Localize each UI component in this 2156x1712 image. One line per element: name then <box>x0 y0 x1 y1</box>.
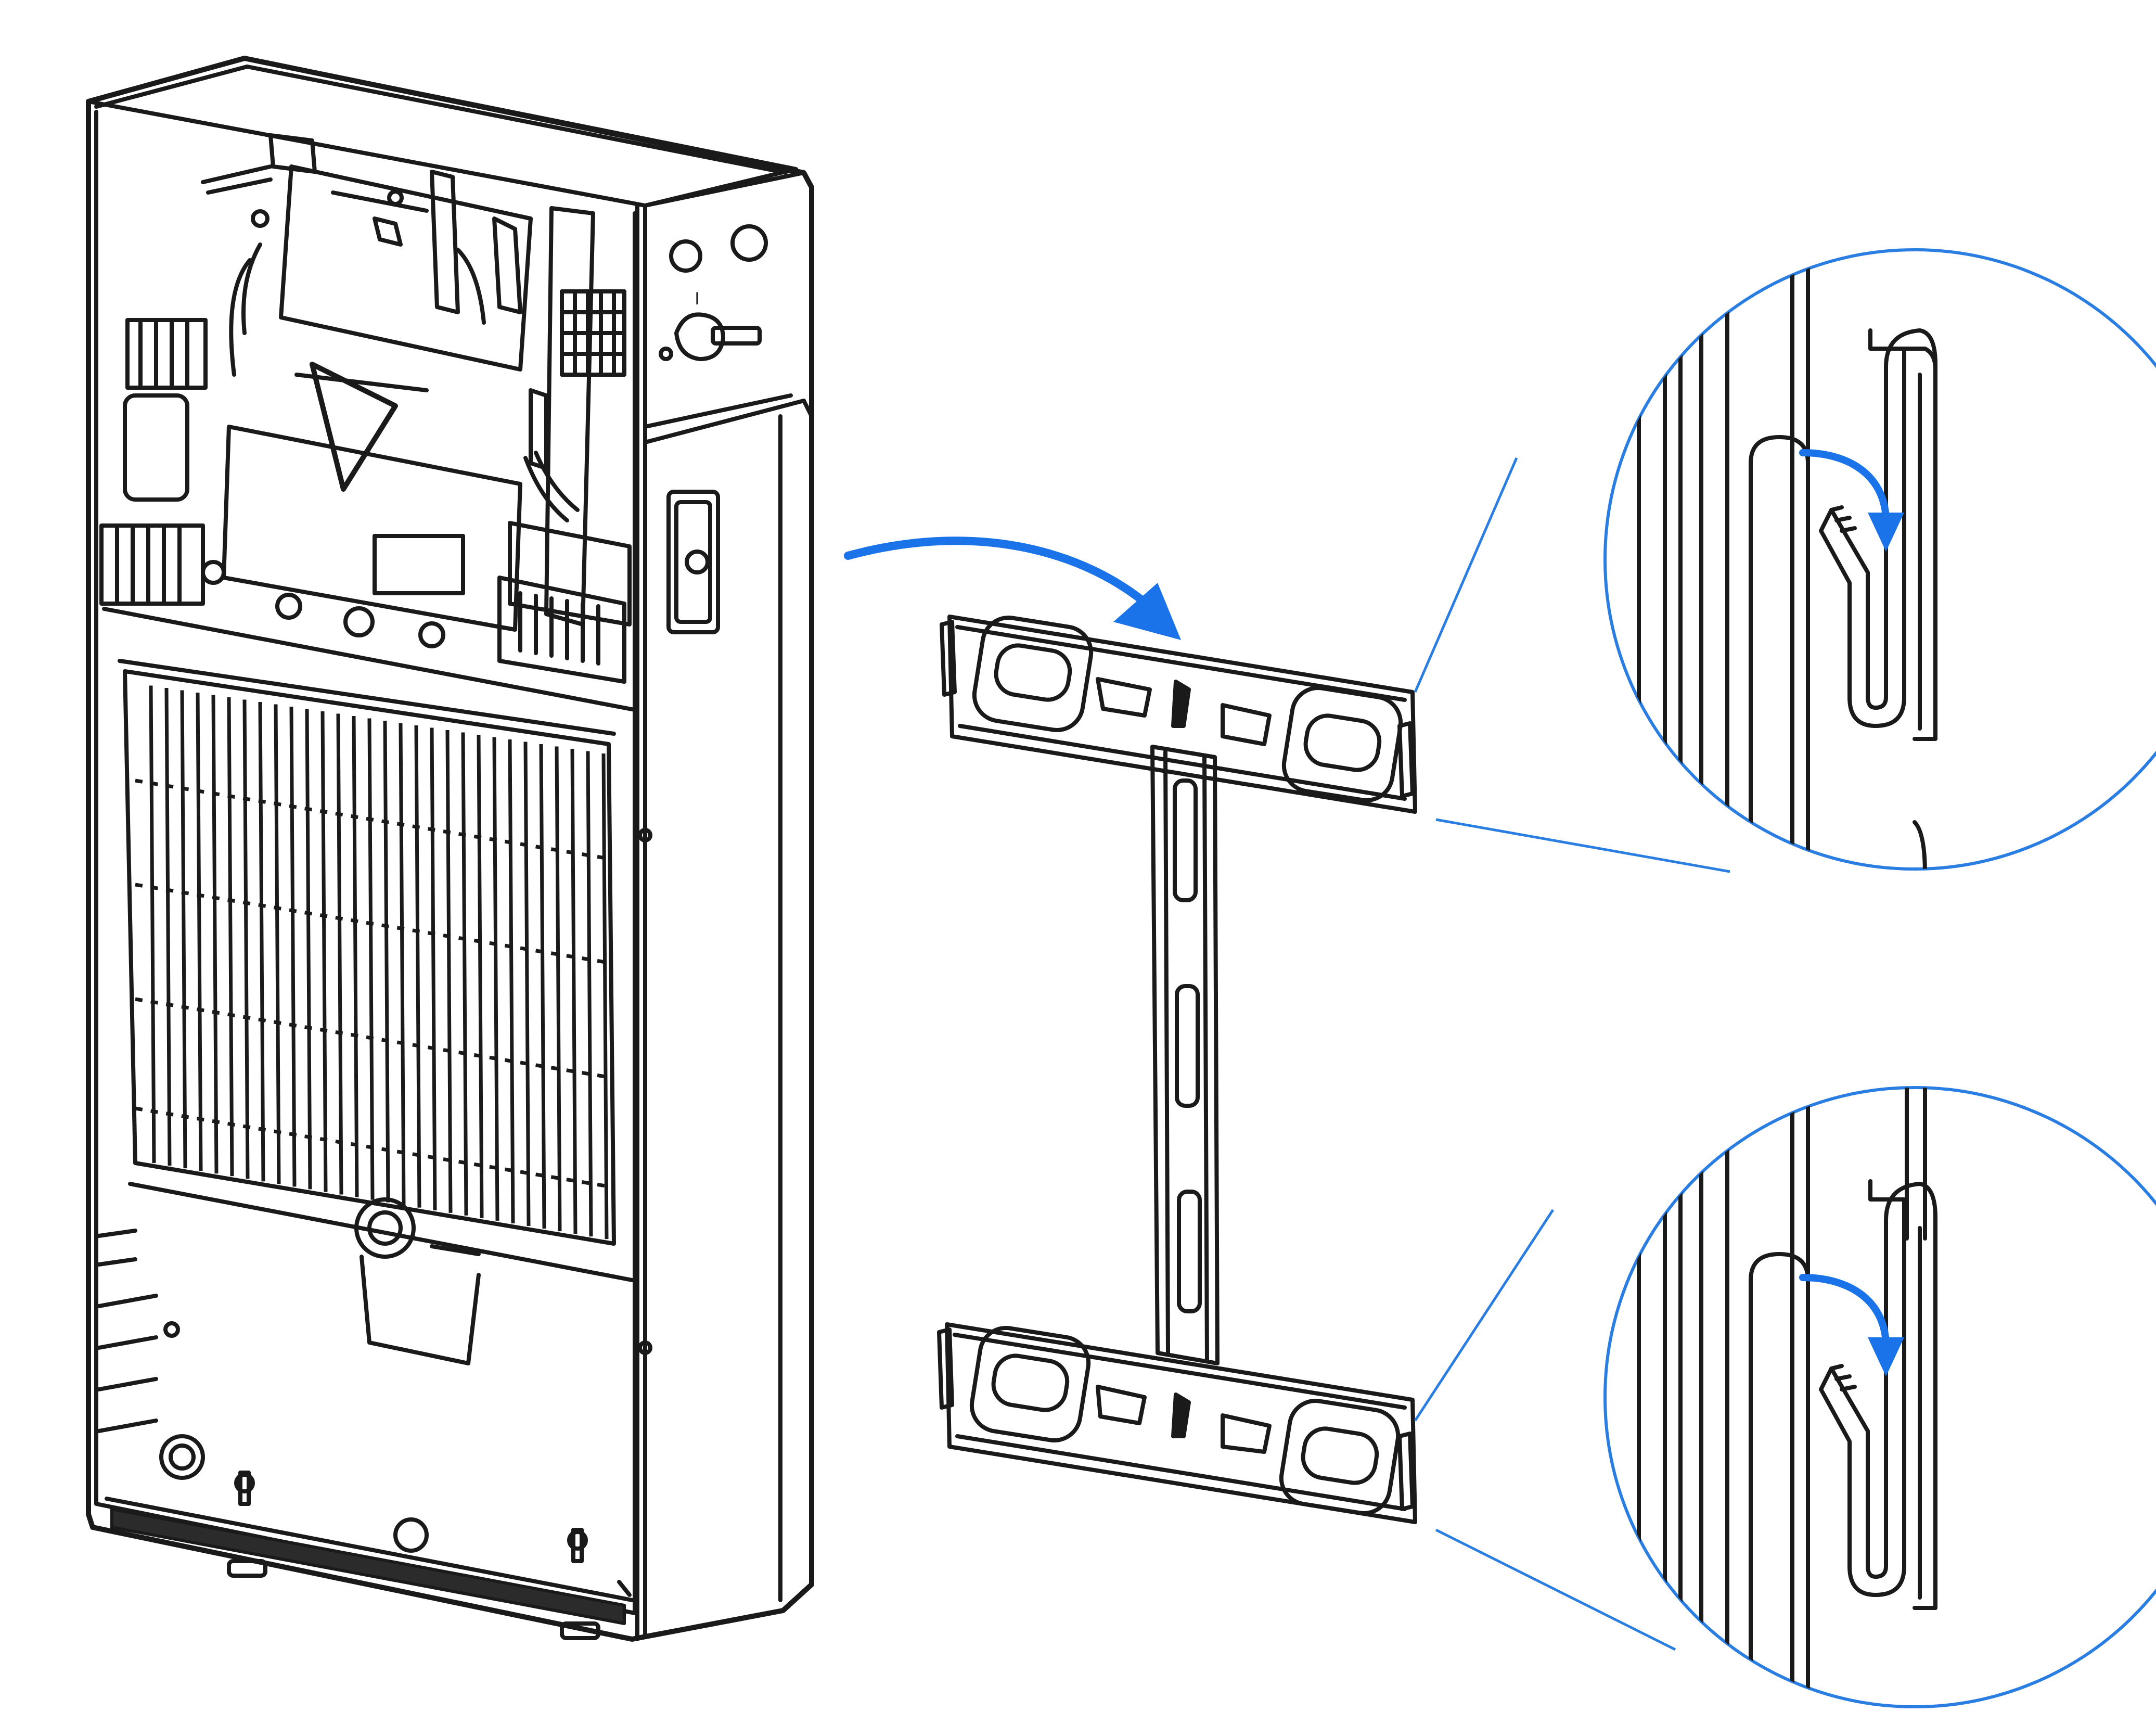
fin-line <box>555 746 562 1232</box>
unit-top-lid <box>86 56 798 208</box>
fin-line <box>477 734 484 1218</box>
fin-line <box>320 711 328 1192</box>
fin-line <box>336 713 343 1195</box>
fin-line <box>242 699 250 1179</box>
unit-side-panel <box>643 171 806 208</box>
bottom-rail <box>110 1507 626 1625</box>
tube-row <box>135 778 609 861</box>
fin-line <box>227 697 234 1177</box>
fin-line <box>274 704 281 1184</box>
right-terminal-board <box>497 289 632 684</box>
bracket-top-rail <box>940 615 1417 814</box>
upper-engage-arrowhead <box>1868 513 1904 552</box>
power-switch <box>674 312 725 361</box>
fin-line <box>570 748 578 1234</box>
fin-line <box>601 753 609 1240</box>
fin-line <box>149 685 156 1164</box>
bracket-bottom-rail <box>937 1322 1417 1524</box>
upper-callout-leader-b <box>1435 818 1730 873</box>
lower-engage-arrowhead <box>1868 1337 1904 1376</box>
upper-callout-leader-a <box>1414 457 1518 693</box>
fin-line <box>445 730 453 1213</box>
upper-hook-engage-arrow <box>1799 449 1890 521</box>
hang-arrow-head <box>1113 583 1181 640</box>
lower-section <box>97 828 652 1480</box>
lower-hook-engage-arrow <box>1799 1274 1890 1346</box>
wall-mounting-bracket <box>937 615 1417 1524</box>
lower-hook-detail <box>1603 1086 2156 1708</box>
callout-leaders <box>1414 457 1730 1651</box>
fin-line <box>164 687 172 1166</box>
heat-exchanger <box>118 659 616 1246</box>
fin-line <box>586 751 593 1237</box>
side-knob-2 <box>730 224 768 262</box>
unit-hook-lower <box>1749 1252 1810 1707</box>
fin-line <box>289 706 297 1187</box>
fin-line <box>211 695 219 1174</box>
fin-line <box>305 709 312 1190</box>
tube-row <box>135 1106 609 1189</box>
left-terminal-blocks <box>99 318 226 606</box>
upper-hook-detail <box>1603 248 2156 871</box>
fin-line <box>383 720 390 1203</box>
switch-mark: I <box>695 289 699 309</box>
fin-line <box>523 742 531 1226</box>
side-knob-1 <box>669 239 702 273</box>
fin-line <box>180 690 187 1169</box>
fin-line <box>430 727 437 1210</box>
fin-line <box>352 716 359 1197</box>
wall-unit: I <box>86 56 814 1642</box>
fin-line <box>508 739 515 1224</box>
fin-line <box>414 725 421 1208</box>
side-indicator-window <box>666 490 720 634</box>
lower-callout-leader-a <box>1414 1209 1555 1422</box>
fin-line <box>196 692 203 1171</box>
hang-unit-on-bracket-arrow <box>844 536 1157 613</box>
tube-row <box>135 997 609 1079</box>
fin-line <box>399 723 406 1205</box>
top-internal-assembly <box>201 133 595 648</box>
tube-row <box>135 883 609 965</box>
fin-line <box>492 737 499 1221</box>
fin-line <box>461 732 468 1216</box>
bracket-hook-lower <box>1819 1179 1937 1610</box>
fin-line <box>258 701 265 1182</box>
fin-line <box>539 744 546 1229</box>
bracket-hook-upper <box>1819 328 1937 741</box>
bracket-spine <box>1150 745 1220 1365</box>
heat-exchanger-fins <box>135 685 609 1240</box>
fin-line <box>367 718 375 1200</box>
lower-callout-leader-b <box>1435 1528 1676 1651</box>
